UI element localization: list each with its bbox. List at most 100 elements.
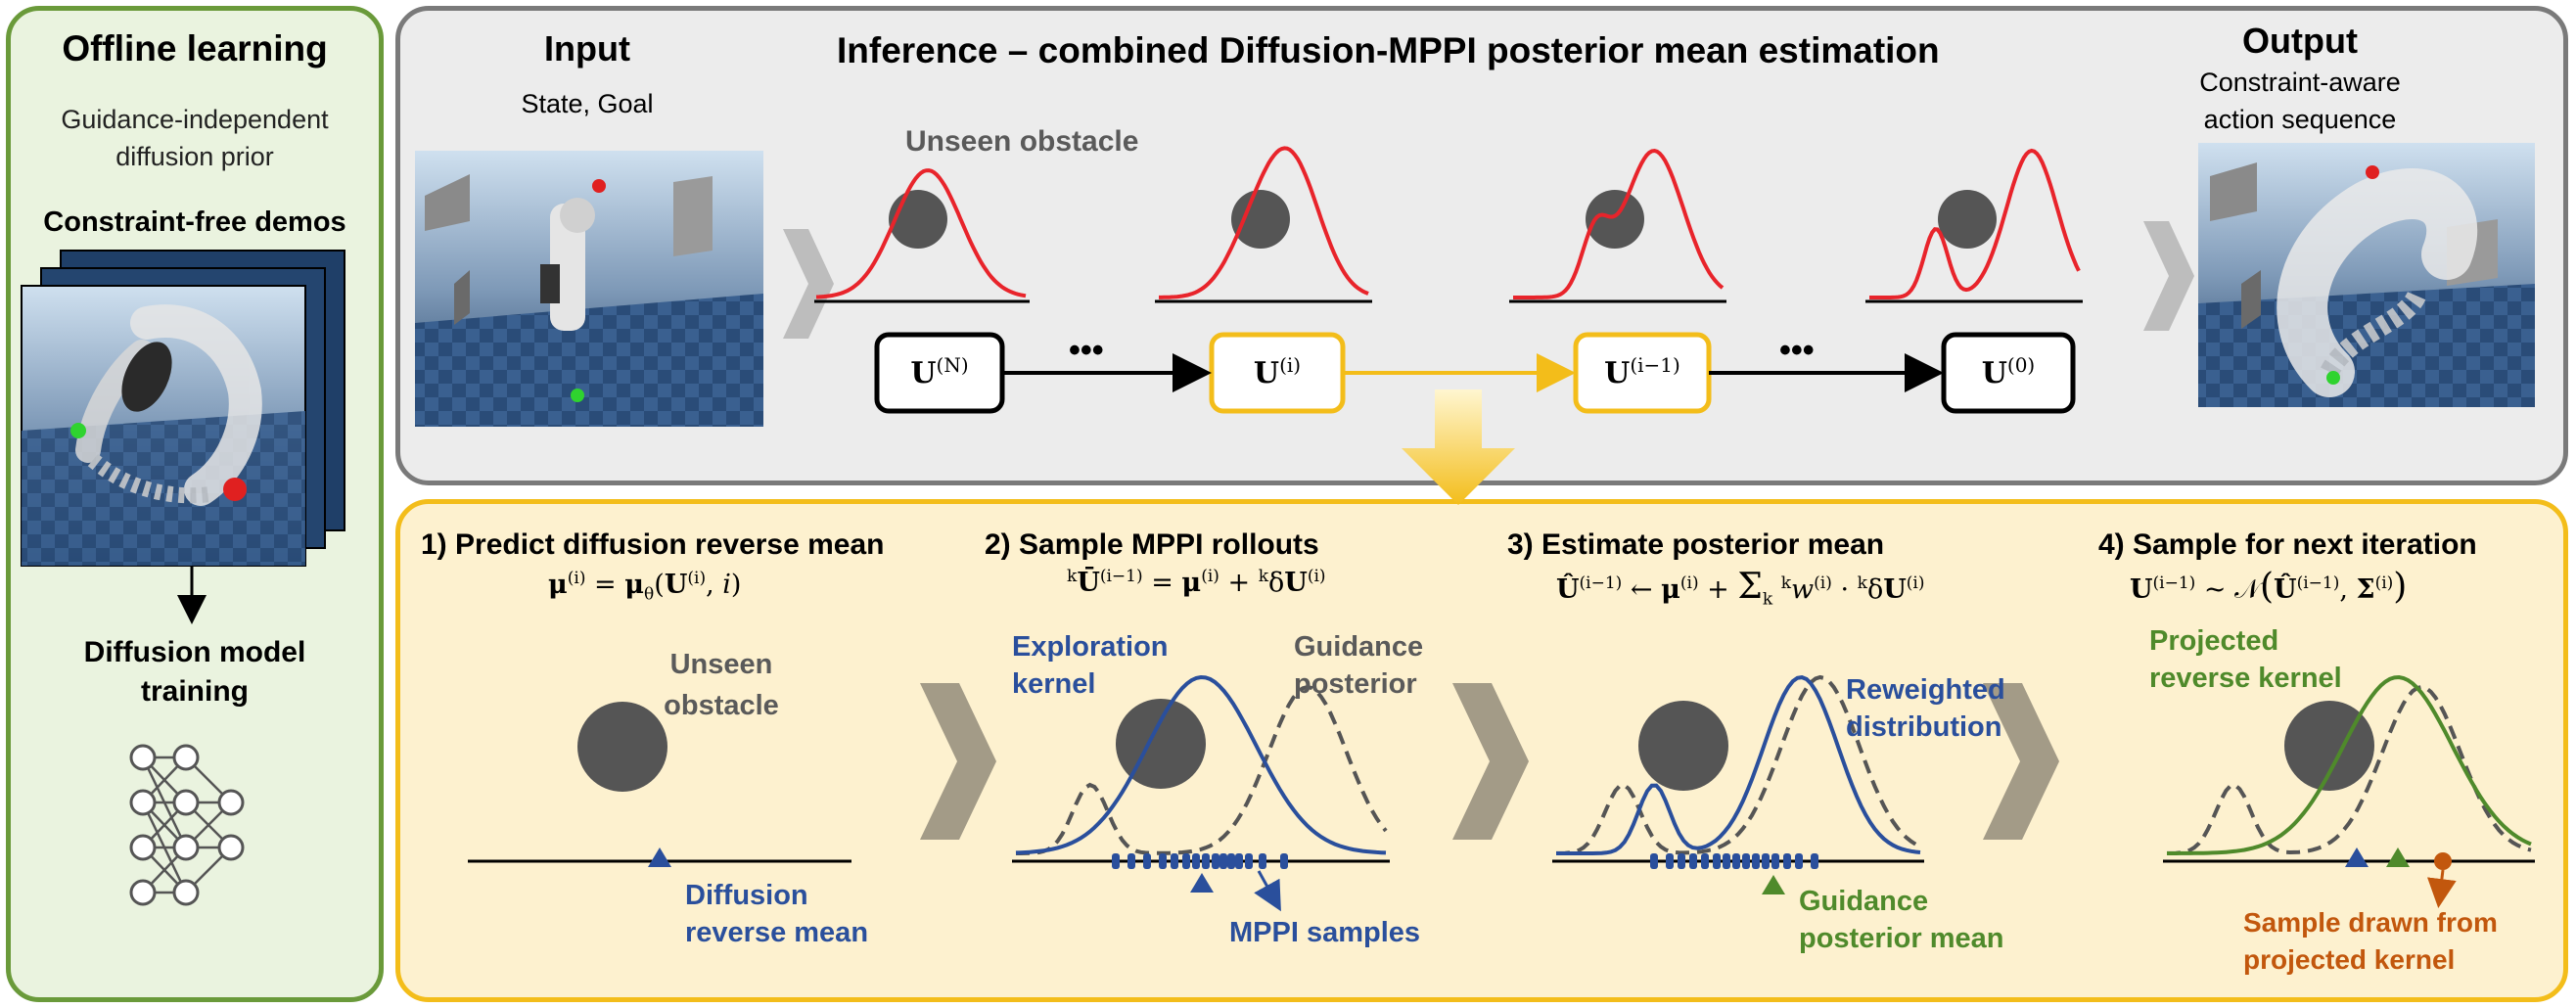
- step2-posterior-2: posterior: [1294, 668, 1417, 700]
- mppi-sample-tick: [1182, 853, 1190, 869]
- output-subtitle-1: Constraint-aware: [2199, 68, 2401, 97]
- distribution-plot-i-minus-1: [1509, 148, 1726, 303]
- step1-plot: [468, 702, 851, 867]
- mppi-sample-tick: [1219, 853, 1227, 869]
- step4-plot: [2163, 674, 2535, 908]
- expand-arrow: [1402, 389, 1515, 505]
- step3-reweighted-2: distribution: [1846, 711, 2002, 743]
- mppi-sample-tick: [1245, 853, 1253, 869]
- step2-title: 2) Sample MPPI rollouts: [985, 528, 1319, 561]
- guidance-posterior-mean-marker: [1762, 875, 1785, 894]
- step4-diffusion-mean-marker: [2345, 848, 2369, 867]
- step4-sample-1: Sample drawn from: [2243, 907, 2498, 938]
- chevron-step-1-2: [920, 683, 996, 840]
- step4-kernel-2: reverse kernel: [2149, 663, 2342, 694]
- mppi-sample-tick: [1732, 853, 1740, 869]
- mppi-sample-tick: [1212, 853, 1219, 869]
- mppi-sample-tick: [1280, 853, 1288, 869]
- chevron-step-3-4: [1983, 683, 2059, 840]
- input-title: Input: [544, 28, 630, 69]
- step1-title: 1) Predict diffusion reverse mean: [421, 528, 885, 561]
- mppi-sample-tick: [1666, 853, 1674, 869]
- step3-title: 3) Estimate posterior mean: [1507, 528, 1885, 561]
- node-U-i-label: U(i): [1253, 353, 1302, 390]
- node-U-0: [1941, 332, 2076, 414]
- mppi-sample-tick: [1723, 853, 1730, 869]
- mppi-sample-tick: [1227, 853, 1235, 869]
- mppi-sample-tick: [1713, 853, 1721, 869]
- ellipsis-right: •••: [1779, 332, 1815, 369]
- mppi-sample-tick: [1650, 853, 1658, 869]
- step1-equation: μ(i) = μθ(U(i), i): [548, 569, 742, 605]
- mppi-sample-tick: [1192, 853, 1200, 869]
- diffusion-mean-marker: [648, 848, 671, 867]
- demo-images-stack: [21, 250, 345, 567]
- mppi-sample-tick: [1752, 853, 1760, 869]
- mppi-sample-tick: [1259, 853, 1266, 869]
- mppi-sample-tick: [1235, 853, 1243, 869]
- mppi-sample-tick: [1127, 853, 1135, 869]
- mppi-sample-tick: [1762, 853, 1770, 869]
- mppi-sample-tick: [1795, 853, 1803, 869]
- mppi-sample-tick: [1112, 853, 1120, 869]
- offline-subtitle-1: Guidance-independent: [61, 105, 329, 134]
- step4-kernel-1: Projected: [2149, 625, 2279, 657]
- mppi-sample-tick: [1771, 853, 1779, 869]
- offline-title: Offline learning: [62, 28, 328, 69]
- mppi-samples-arrow: [1254, 870, 1281, 912]
- demos-label: Constraint-free demos: [43, 206, 346, 238]
- step1-obstacle-1: Unseen: [669, 649, 773, 680]
- drawn-sample-arrow: [2426, 869, 2457, 908]
- chevron-step-2-3: [1452, 683, 1529, 840]
- step2-equation: kŪ(i−1) = μ(i) + kδU(i): [1067, 567, 1326, 598]
- mppi-sample-tick: [1143, 853, 1151, 869]
- step4-equation: U(i−1) ~ 𝒩(Û(i−1), Σ(i)): [2130, 567, 2408, 607]
- step3-equation: Û(i−1) ← μ(i) + Σk kw(i) · kδU(i): [1556, 567, 1925, 610]
- input-scene-image: [415, 151, 763, 427]
- chevron-input: [783, 229, 834, 339]
- step3-reweighted-1: Reweighted: [1846, 674, 2005, 706]
- mppi-sample-tick: [1159, 853, 1167, 869]
- distribution-plot-i: [1155, 146, 1372, 303]
- node-U-i-minus-1-label: U(i−1): [1604, 353, 1680, 390]
- step2-samples-label: MPPI samples: [1229, 917, 1421, 948]
- drawn-sample-marker: [2434, 852, 2452, 870]
- mppi-sample-tick: [1171, 853, 1178, 869]
- step1-mean-1: Diffusion: [685, 880, 808, 911]
- inference-title: Inference – combined Diffusion-MPPI post…: [837, 30, 1940, 70]
- mppi-sample-tick: [1678, 853, 1685, 869]
- training-label-2: training: [141, 675, 249, 708]
- mppi-sample-tick: [1701, 853, 1709, 869]
- output-title: Output: [2242, 21, 2358, 61]
- output-subtitle-2: action sequence: [2203, 105, 2397, 134]
- mppi-sample-tick: [1689, 853, 1697, 869]
- step1-mean-2: reverse mean: [685, 917, 869, 948]
- unseen-obstacle-label: Unseen obstacle: [905, 125, 1139, 158]
- node-U-N-label: U(N): [910, 353, 969, 390]
- step2-plot: [1012, 674, 1390, 912]
- step2-kernel-1: Exploration: [1012, 631, 1169, 663]
- input-subtitle: State, Goal: [521, 89, 654, 118]
- distribution-plot-0: [1865, 148, 2083, 303]
- step4-title: 4) Sample for next iteration: [2098, 528, 2477, 561]
- step2-kernel-2: kernel: [1012, 668, 1096, 700]
- step1-obstacle-2: obstacle: [664, 690, 779, 721]
- neural-network-icon: [129, 744, 245, 906]
- step3-posterior-mean-1: Guidance: [1799, 886, 1929, 917]
- step4-posterior-mean-marker: [2386, 848, 2410, 867]
- step2-mean-marker: [1190, 873, 1214, 893]
- distribution-plot-N: [814, 168, 1030, 303]
- mppi-sample-tick: [1742, 853, 1750, 869]
- mppi-sample-tick: [1783, 853, 1791, 869]
- chevron-output: [2143, 221, 2194, 331]
- ellipsis-left: •••: [1069, 332, 1104, 369]
- output-scene-image: [2198, 143, 2535, 407]
- step3-plot: [1552, 674, 1924, 894]
- offline-subtitle-2: diffusion prior: [115, 142, 274, 171]
- step4-sample-2: projected kernel: [2243, 944, 2456, 975]
- node-U-0-label: U(0): [1981, 353, 2036, 390]
- mppi-sample-tick: [1202, 853, 1210, 869]
- training-label-1: Diffusion model: [83, 636, 306, 668]
- mppi-sample-tick: [1811, 853, 1818, 869]
